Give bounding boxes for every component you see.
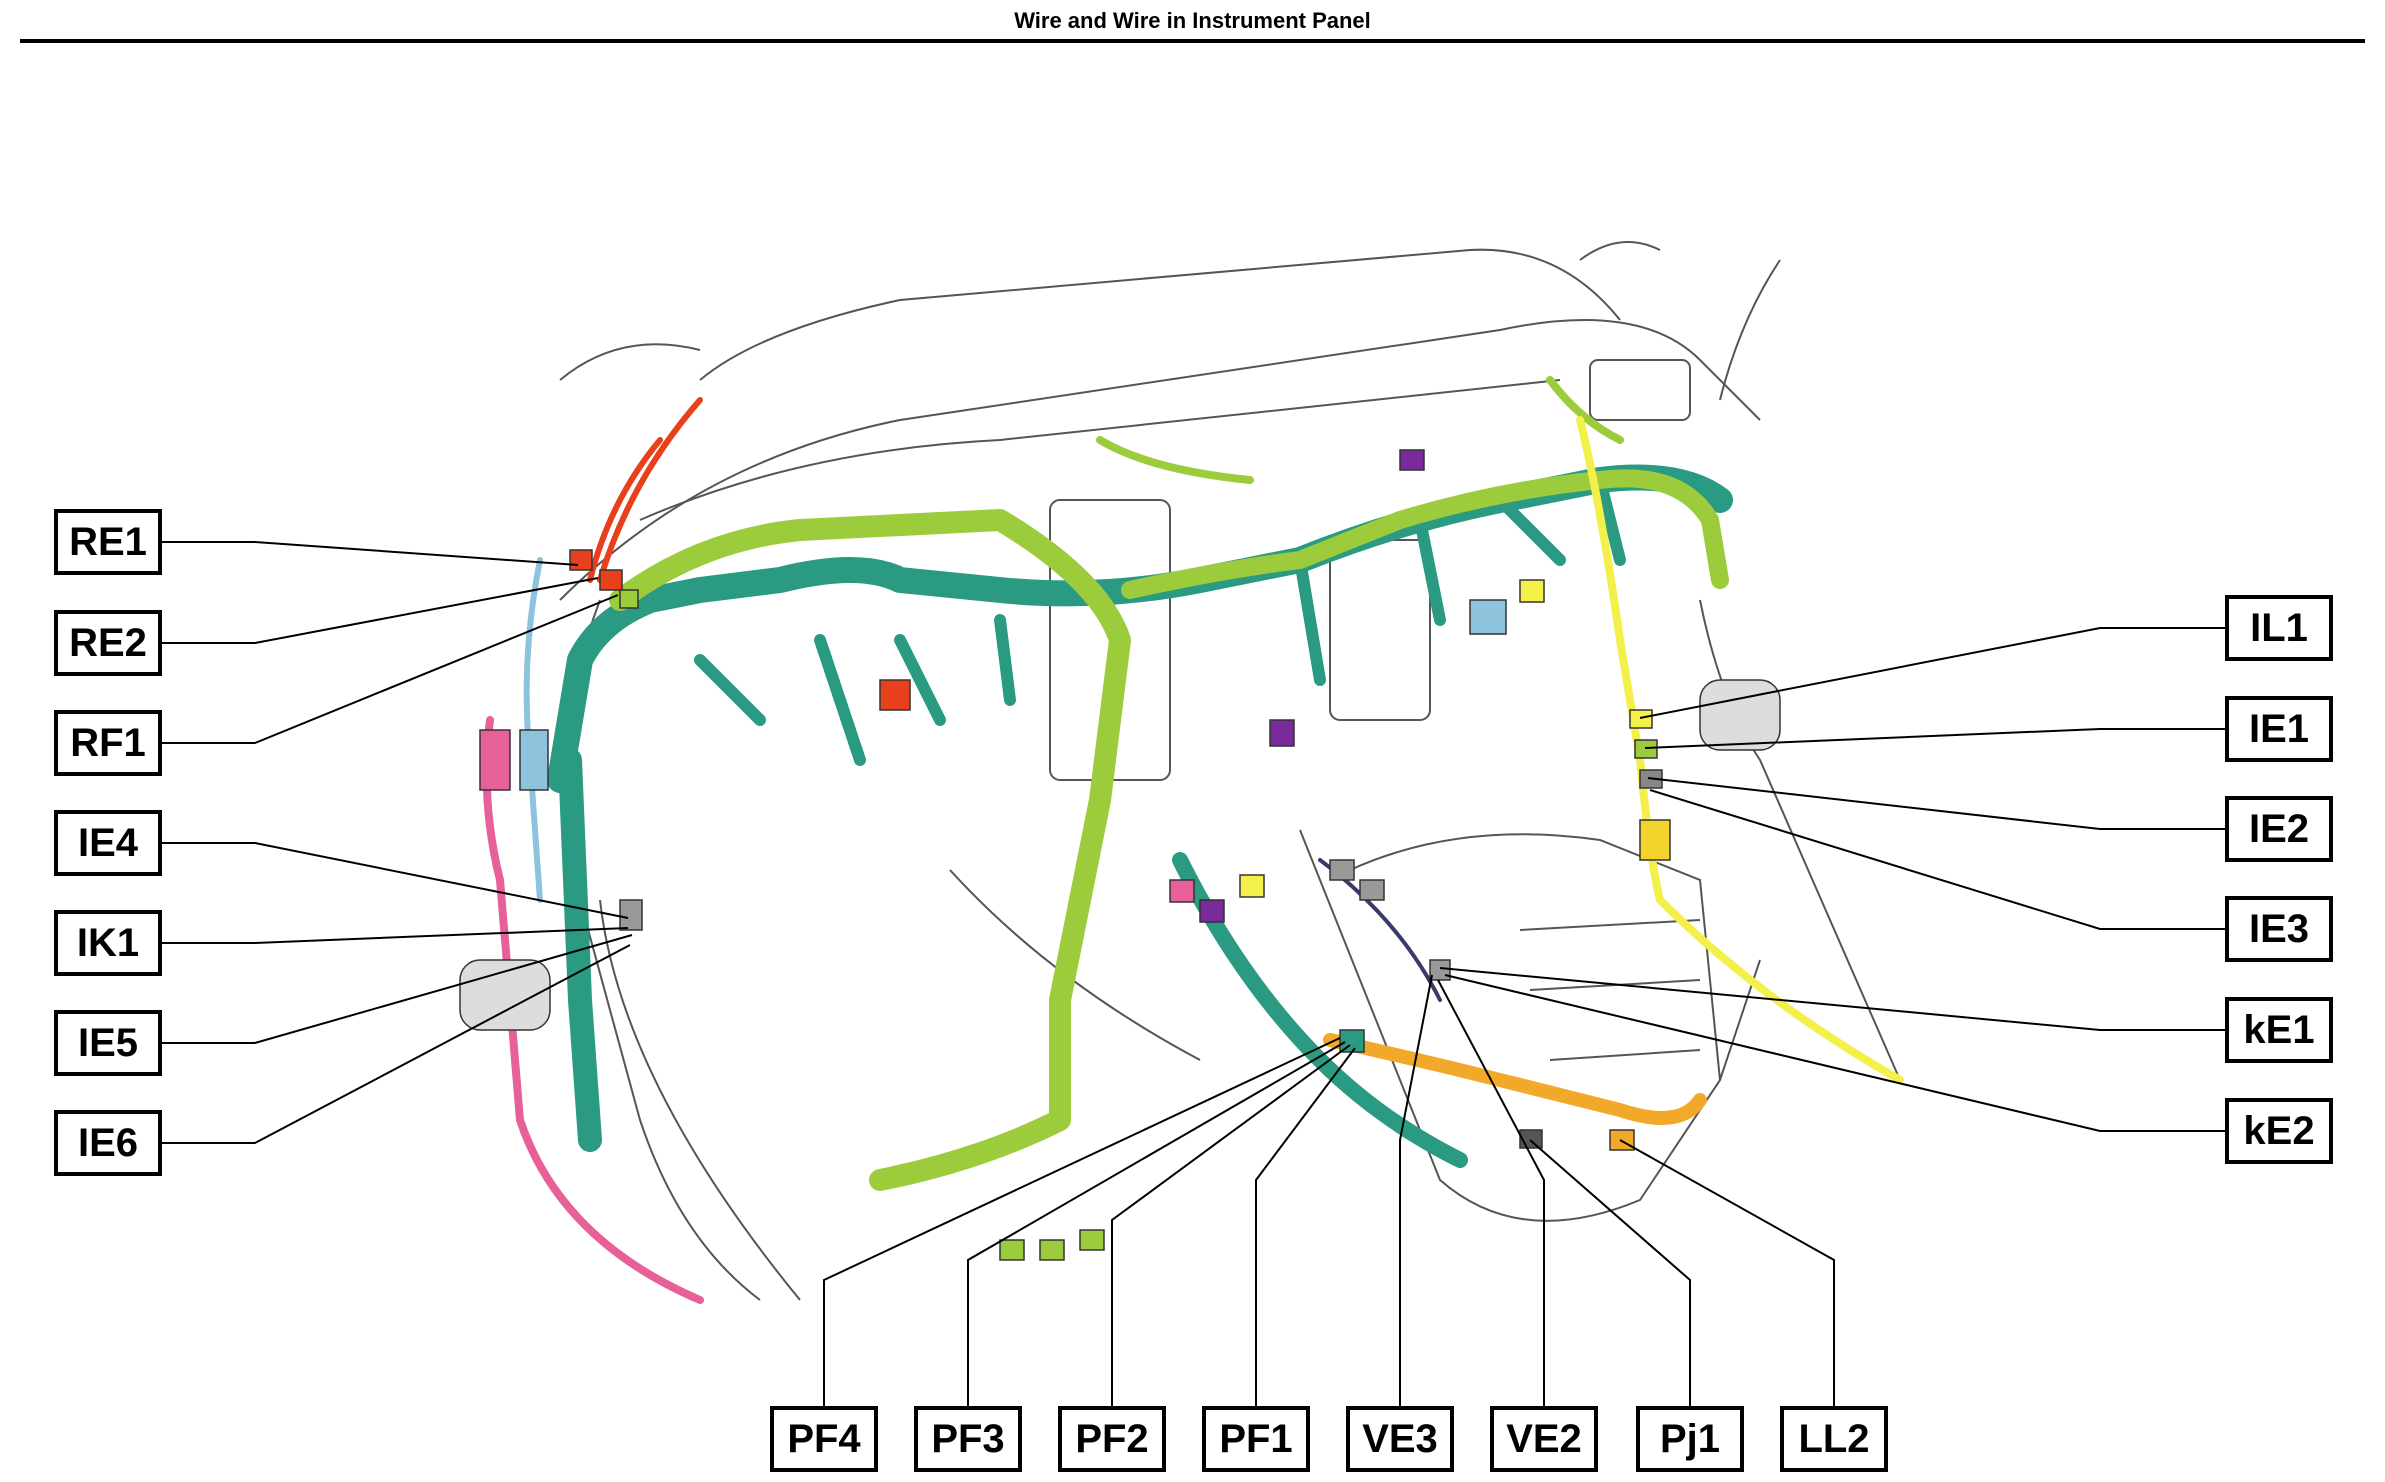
main-harness: [482, 376, 1904, 1304]
connector-label-re1[interactable]: RE1: [54, 509, 162, 575]
connector-label-pf1[interactable]: PF1: [1202, 1406, 1310, 1472]
green-top-branch: [1096, 376, 1624, 484]
connector-label-re2[interactable]: RE2: [54, 610, 162, 676]
connector-label-ie3[interactable]: IE3: [2225, 896, 2333, 962]
teal-main-harness: [547, 464, 1733, 793]
connector-label-ll2[interactable]: LL2: [1780, 1406, 1888, 1472]
title-rule: [20, 39, 2365, 43]
leader-lines: [162, 541, 2225, 1440]
teal-branches: [694, 474, 1626, 766]
connector-blocks: [459, 449, 1781, 1261]
connector-label-ie2[interactable]: IE2: [2225, 796, 2333, 862]
diagram-title: Wire and Wire in Instrument Panel: [1014, 8, 1371, 33]
red-harness: [587, 397, 703, 583]
teal-console-branch: [1172, 852, 1468, 1168]
connector-label-ve3[interactable]: VE3: [1346, 1406, 1454, 1472]
green-main-harness: [609, 509, 1131, 1191]
green-upper-harness: [1121, 469, 1729, 599]
connector-label-ie1[interactable]: IE1: [2225, 696, 2333, 762]
connector-label-pf2[interactable]: PF2: [1058, 1406, 1166, 1472]
dashboard-outline: [559, 241, 1901, 1301]
teal-left-trunk: [558, 748, 602, 1152]
connector-label-pj1[interactable]: Pj1: [1636, 1406, 1744, 1472]
connector-label-ie4[interactable]: IE4: [54, 810, 162, 876]
connector-label-rf1[interactable]: RF1: [54, 710, 162, 776]
connector-label-pf3[interactable]: PF3: [914, 1406, 1022, 1472]
connector-label-ik1[interactable]: IK1: [54, 910, 162, 976]
connector-label-pf4[interactable]: PF4: [770, 1406, 878, 1472]
orange-harness: [1323, 1033, 1707, 1125]
connector-label-ie6[interactable]: IE6: [54, 1110, 162, 1176]
connector-label-ie5[interactable]: IE5: [54, 1010, 162, 1076]
connector-label-ke1[interactable]: kE1: [2225, 997, 2333, 1063]
connector-label-ke2[interactable]: kE2: [2225, 1098, 2333, 1164]
connector-label-il1[interactable]: IL1: [2225, 595, 2333, 661]
connector-label-ve2[interactable]: VE2: [1490, 1406, 1598, 1472]
